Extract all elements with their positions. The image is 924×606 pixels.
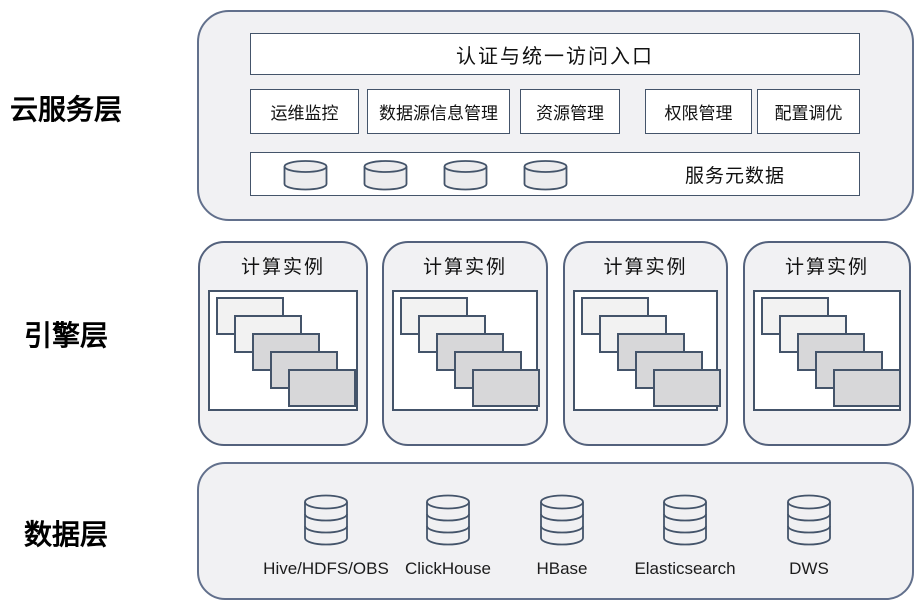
data-store-clickhouse: ClickHouse [378,494,518,579]
compute-instance-title: 计算实例 [422,257,507,278]
stacked-task-rect [288,369,356,407]
database-cylinder-icon [663,494,707,546]
management-box-resource: 资源管理 [520,89,620,134]
compute-instance-card: 计算实例 [382,241,548,446]
layer-label-engine: 引擎层 [23,320,108,351]
database-cylinder-icon [304,494,348,546]
cloud-service-panel: 认证与统一访问入口 运维监控 数据源信息管理 资源管理 权限管理 配置调优 服务… [197,10,914,221]
data-store-hbase: HBase [492,494,632,579]
data-store-hive: Hive/HDFS/OBS [256,494,396,579]
database-cylinder-icon [282,160,329,196]
data-store-dws: DWS [739,494,879,579]
compute-instance-title: 计算实例 [240,257,325,278]
database-cylinder-icon [426,494,470,546]
task-stack-box [392,290,540,411]
task-stack-box [573,290,721,411]
management-box-datasource-info: 数据源信息管理 [367,89,510,134]
stacked-task-rect [653,369,721,407]
management-box-permission: 权限管理 [645,89,752,134]
auth-access-entry-bar: 认证与统一访问入口 [250,33,860,75]
database-cylinder-icon [787,494,831,546]
task-stack-box [753,290,901,411]
database-cylinder-icon [522,160,569,196]
data-store-label: Elasticsearch [634,559,736,578]
data-store-elasticsearch: Elasticsearch [615,494,755,579]
compute-instance-title: 计算实例 [603,257,688,278]
task-stack-box [208,290,358,411]
service-metadata-label: 服务元数据 [684,165,785,187]
compute-instance-card: 计算实例 [563,241,728,446]
stacked-task-rect [472,369,540,407]
data-store-label: HBase [536,559,588,578]
data-store-label: Hive/HDFS/OBS [263,559,389,578]
compute-instance-card: 计算实例 [743,241,911,446]
management-box-config-tuning: 配置调优 [757,89,860,134]
database-cylinder-icon [362,160,409,196]
management-box-ops-monitoring: 运维监控 [250,89,359,134]
data-store-label: DWS [789,559,829,578]
layer-label-cloud: 云服务层 [9,94,122,125]
compute-instance-card: 计算实例 [198,241,368,446]
data-layer-panel: Hive/HDFS/OBS ClickHouse HBase Elasticse… [197,462,914,600]
stacked-task-rect [833,369,901,407]
layer-label-data: 数据层 [23,519,108,550]
data-store-label: ClickHouse [405,559,491,578]
compute-instance-title: 计算实例 [784,257,869,278]
service-metadata-bar: 服务元数据 [250,152,860,196]
database-cylinder-icon [442,160,489,196]
database-cylinder-icon [540,494,584,546]
